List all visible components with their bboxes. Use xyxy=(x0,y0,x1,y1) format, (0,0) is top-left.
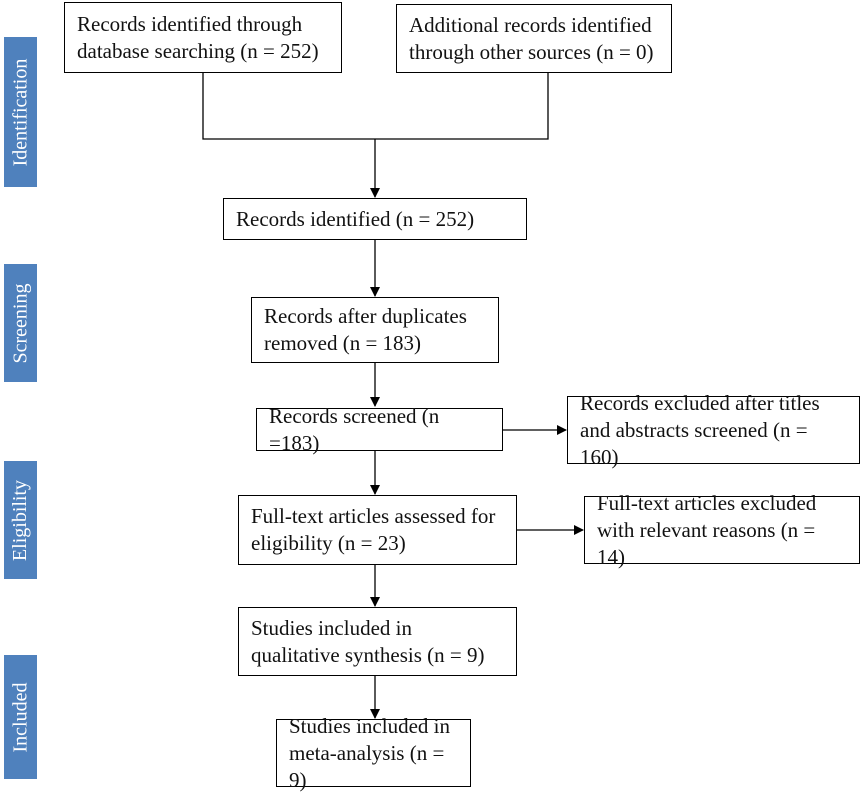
box-fulltext-excluded: Full-text articles excluded with relevan… xyxy=(584,491,860,569)
box-records-identified-text: Records identified (n = 252) xyxy=(236,206,475,231)
box-qualitative: Studies included in qualitative synthesi… xyxy=(238,607,517,676)
box-after-duplicates-text: Records after duplicates removed (n = 18… xyxy=(264,304,467,355)
box-meta-analysis-text: Studies included in meta-analysis (n = 9… xyxy=(289,713,450,792)
stage-included: Included xyxy=(4,655,37,779)
box-excluded-titles: Records excluded after titles and abstra… xyxy=(567,391,860,469)
box-fulltext-assessed: Full-text articles assessed for eligibil… xyxy=(238,495,517,565)
box-qualitative-text: Studies included in qualitative synthesi… xyxy=(251,615,485,667)
box-excluded-titles-text: Records excluded after titles and abstra… xyxy=(580,390,820,469)
stage-included-label: Included xyxy=(9,682,32,752)
box-after-duplicates: Records after duplicates removed (n = 18… xyxy=(251,297,499,363)
stage-screening-label: Screening xyxy=(9,283,32,363)
box-fulltext-excluded-text: Full-text articles excluded with relevan… xyxy=(597,490,817,569)
box-screened: Records screened (n =183) xyxy=(256,404,503,455)
box-database-search-text: Records identified through database sear… xyxy=(77,11,319,63)
box-fulltext-assessed-text: Full-text articles assessed for eligibil… xyxy=(251,504,496,555)
stage-screening: Screening xyxy=(4,264,37,382)
stage-eligibility: Eligibility xyxy=(4,461,37,579)
stage-eligibility-label: Eligibility xyxy=(9,479,31,561)
stage-identification-label: Identification xyxy=(9,58,32,166)
box-records-identified: Records identified (n = 252) xyxy=(223,198,527,240)
box-other-sources-text: Additional records identified through ot… xyxy=(409,12,654,64)
stage-identification: Identification xyxy=(4,37,37,187)
box-other-sources: Additional records identified through ot… xyxy=(396,4,672,73)
box-meta-analysis: Studies included in meta-analysis (n = 9… xyxy=(276,714,471,792)
merge-connector xyxy=(202,73,549,140)
box-database-search: Records identified through database sear… xyxy=(64,2,342,73)
box-screened-text: Records screened (n =183) xyxy=(269,403,440,455)
